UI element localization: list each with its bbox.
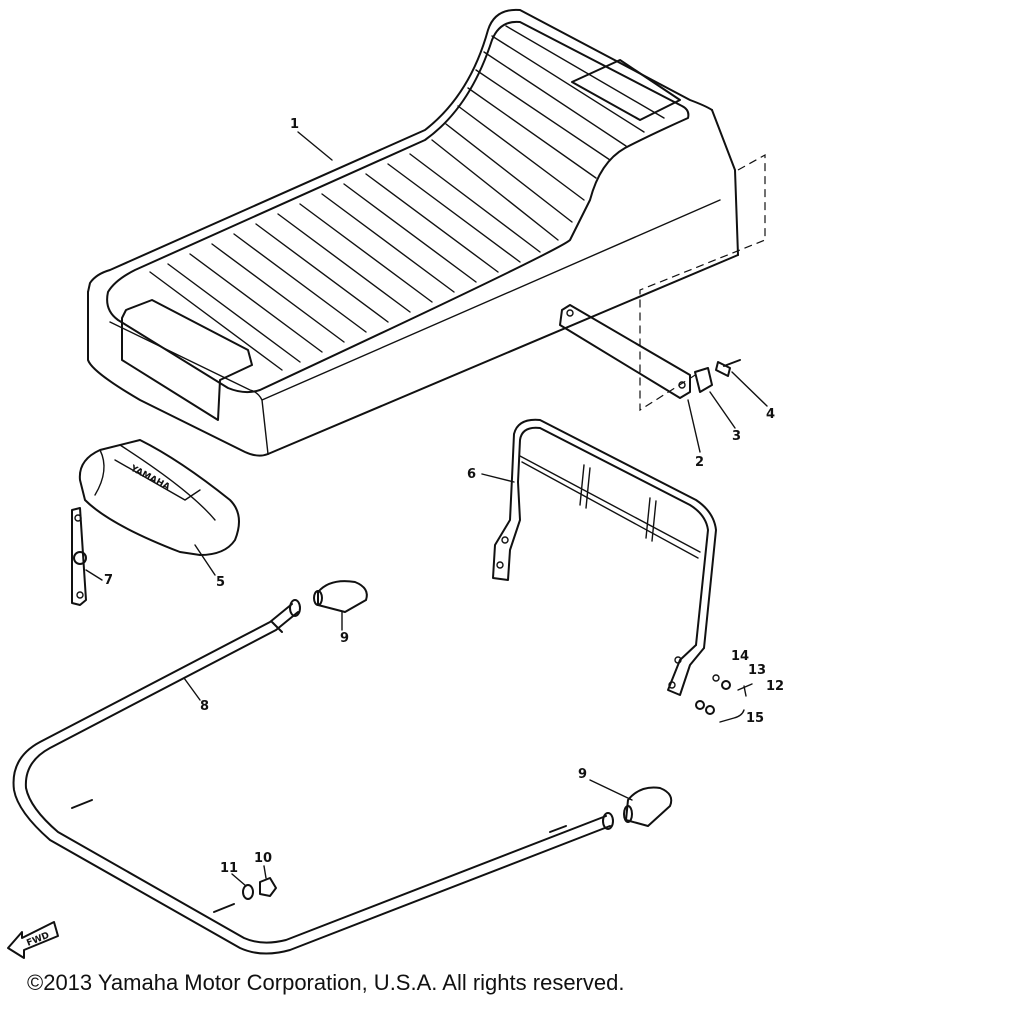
seat bbox=[87, 8, 739, 457]
callout-3: 3 bbox=[732, 429, 741, 444]
callout-13: 13 bbox=[748, 663, 766, 678]
callout-12: 12 bbox=[766, 679, 784, 694]
seat-bracket bbox=[559, 304, 691, 399]
callout-10: 10 bbox=[254, 851, 272, 866]
hardware-12-15 bbox=[695, 674, 753, 723]
tool-bag-strap bbox=[71, 507, 87, 606]
callout-7: 7 bbox=[104, 573, 113, 588]
bolt-4 bbox=[715, 359, 741, 377]
callout-1: 1 bbox=[290, 117, 299, 132]
callout-9b: 9 bbox=[578, 767, 587, 782]
callout-9a: 9 bbox=[340, 631, 349, 646]
grab-bar bbox=[492, 418, 717, 696]
forward-arrow-icon: FWD bbox=[7, 921, 59, 959]
bumper-bar bbox=[12, 599, 614, 955]
tool-bag-logo: YAMAHA bbox=[128, 463, 172, 493]
tool-bag: YAMAHA bbox=[78, 439, 240, 556]
callout-5: 5 bbox=[216, 575, 225, 590]
callout-6: 6 bbox=[467, 467, 476, 482]
nut-10 bbox=[259, 877, 277, 897]
callout-8: 8 bbox=[200, 699, 209, 714]
callout-11: 11 bbox=[220, 861, 238, 876]
washer-3 bbox=[694, 367, 713, 393]
callout-2: 2 bbox=[695, 455, 704, 470]
callout-14: 14 bbox=[731, 649, 749, 664]
washer-11 bbox=[242, 884, 254, 900]
end-cap-9-lower bbox=[623, 786, 673, 827]
copyright-notice: ©2013 Yamaha Motor Corporation, U.S.A. A… bbox=[27, 970, 625, 995]
callout-15: 15 bbox=[746, 711, 764, 726]
end-cap-9-upper bbox=[313, 580, 368, 613]
callout-4: 4 bbox=[766, 407, 775, 422]
